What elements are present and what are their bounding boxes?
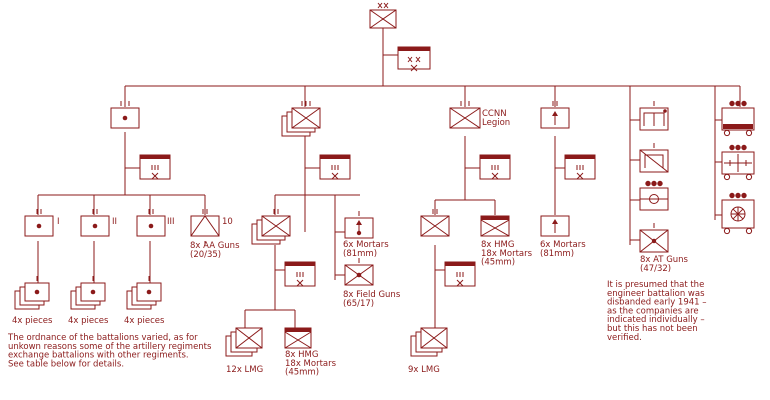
medical-section	[721, 144, 755, 181]
aa-battalion	[190, 209, 220, 237]
artillery-pieces-1-label: 4x pieces	[12, 316, 53, 326]
supply-section	[721, 192, 755, 235]
infantry-regiment	[281, 101, 321, 137]
engineer-mortar-company	[540, 209, 570, 237]
transport-column	[721, 100, 755, 137]
engineer-note-line-3: disbanded early 1941 –	[607, 298, 707, 308]
artillery-note-line-3: exchange battalions with other regiments…	[8, 351, 189, 361]
engineer-note-line-7: verified.	[607, 333, 642, 343]
legion-lmg-label: 9x LMG	[408, 365, 440, 375]
ccnn-legion-hq	[479, 154, 511, 180]
engineer-note-line-6: but this has not been	[607, 324, 698, 334]
infantry-battalion-hq	[284, 261, 316, 287]
infantry-battalion	[251, 209, 291, 245]
legion-hmg-label-line-1: 8x HMG	[481, 240, 514, 250]
infantry-hmg-label-line-3: (45mm)	[285, 368, 319, 378]
signal-company	[639, 143, 669, 173]
infantry-mortar-company	[344, 211, 374, 239]
at-guns-label-line-2: (47/32)	[640, 264, 671, 274]
engineer-mortars-label-line-2: (81mm)	[540, 249, 574, 259]
infantry-mortars-label-line-1: 6x Mortars	[343, 240, 389, 250]
field-guns-label-line-1: 8x Field Guns	[343, 290, 401, 300]
aa-guns-label-line-1: 8x AA Guns	[190, 241, 240, 251]
division-command	[397, 46, 431, 72]
engineer-note-line-4: as the companies are	[607, 306, 699, 316]
artillery-note-line-2: unkown reasons some of the artillery reg…	[8, 342, 212, 352]
artillery-battalion-1	[24, 209, 54, 237]
artillery-note-line-4: See table below for details.	[8, 359, 124, 369]
artillery-pieces-3	[126, 276, 162, 310]
legion-hmg-label-line-2: 18x Mortars	[481, 249, 533, 259]
chemical-company	[639, 180, 669, 211]
infantry-field-gun-company	[344, 258, 374, 286]
infantry-hmg-company	[284, 327, 312, 349]
anti-tank-company	[639, 223, 669, 253]
artillery-battalion-3	[136, 209, 166, 237]
artillery-battalion-2	[80, 209, 110, 237]
artillery-pieces-1	[14, 276, 50, 310]
infantry-hmg-label-line-2: 18x Mortars	[285, 359, 337, 369]
infantry-lmg-label: 12x LMG	[226, 365, 263, 375]
infantry-regiment-hq	[319, 154, 351, 180]
legion-hmg-label-line-3: (45mm)	[481, 258, 515, 268]
infantry-mortars-label-line-2: (81mm)	[343, 249, 377, 259]
ccnn-legion	[449, 101, 481, 129]
aa-guns-label-line-2: (20/35)	[190, 250, 221, 260]
unit-symbols	[14, 2, 755, 357]
legion-label-line-1: CCNN	[482, 109, 507, 119]
artillery-pieces-3-label: 4x pieces	[124, 316, 165, 326]
engineer-note-line-5: indicated individually –	[607, 315, 705, 325]
artillery-pieces-2-label: 4x pieces	[68, 316, 109, 326]
legion-label-line-2: Legion	[482, 118, 510, 128]
artillery-battalion-3-label: III	[167, 217, 175, 227]
artillery-pieces-2	[70, 276, 106, 310]
ccnn-hmg-company	[480, 209, 510, 237]
ccnn-battalion	[420, 209, 450, 237]
engineer-mortars-label-line-1: 6x Mortars	[540, 240, 586, 250]
at-guns-label-line-1: 8x AT Guns	[640, 255, 689, 265]
engineer-battalion	[540, 101, 570, 129]
infantry-rifle-companies	[225, 327, 263, 357]
ccnn-battalion-hq	[444, 261, 476, 287]
connector-lines	[37, 24, 741, 328]
artillery-battalion-1-label: I	[57, 217, 60, 227]
aa-battalion-label: 10	[222, 217, 233, 227]
engineer-note-line-1: It is presumed that the	[607, 280, 704, 290]
artillery-battalion-2-label: II	[112, 217, 117, 227]
artillery-note-line-1: The ordnance of the battalions varied, a…	[7, 333, 198, 343]
division-hq	[369, 2, 397, 29]
engineer-company	[639, 101, 669, 131]
field-guns-label-line-2: (65/17)	[343, 299, 374, 309]
engineer-battalion-hq	[564, 154, 596, 180]
engineer-note-line-2: engineer battalion was	[607, 289, 705, 299]
infantry-hmg-label-line-1: 8x HMG	[285, 350, 318, 360]
ccnn-rifle-companies	[410, 327, 448, 357]
artillery-regiment	[110, 101, 140, 129]
artillery-regiment-hq	[139, 154, 171, 180]
